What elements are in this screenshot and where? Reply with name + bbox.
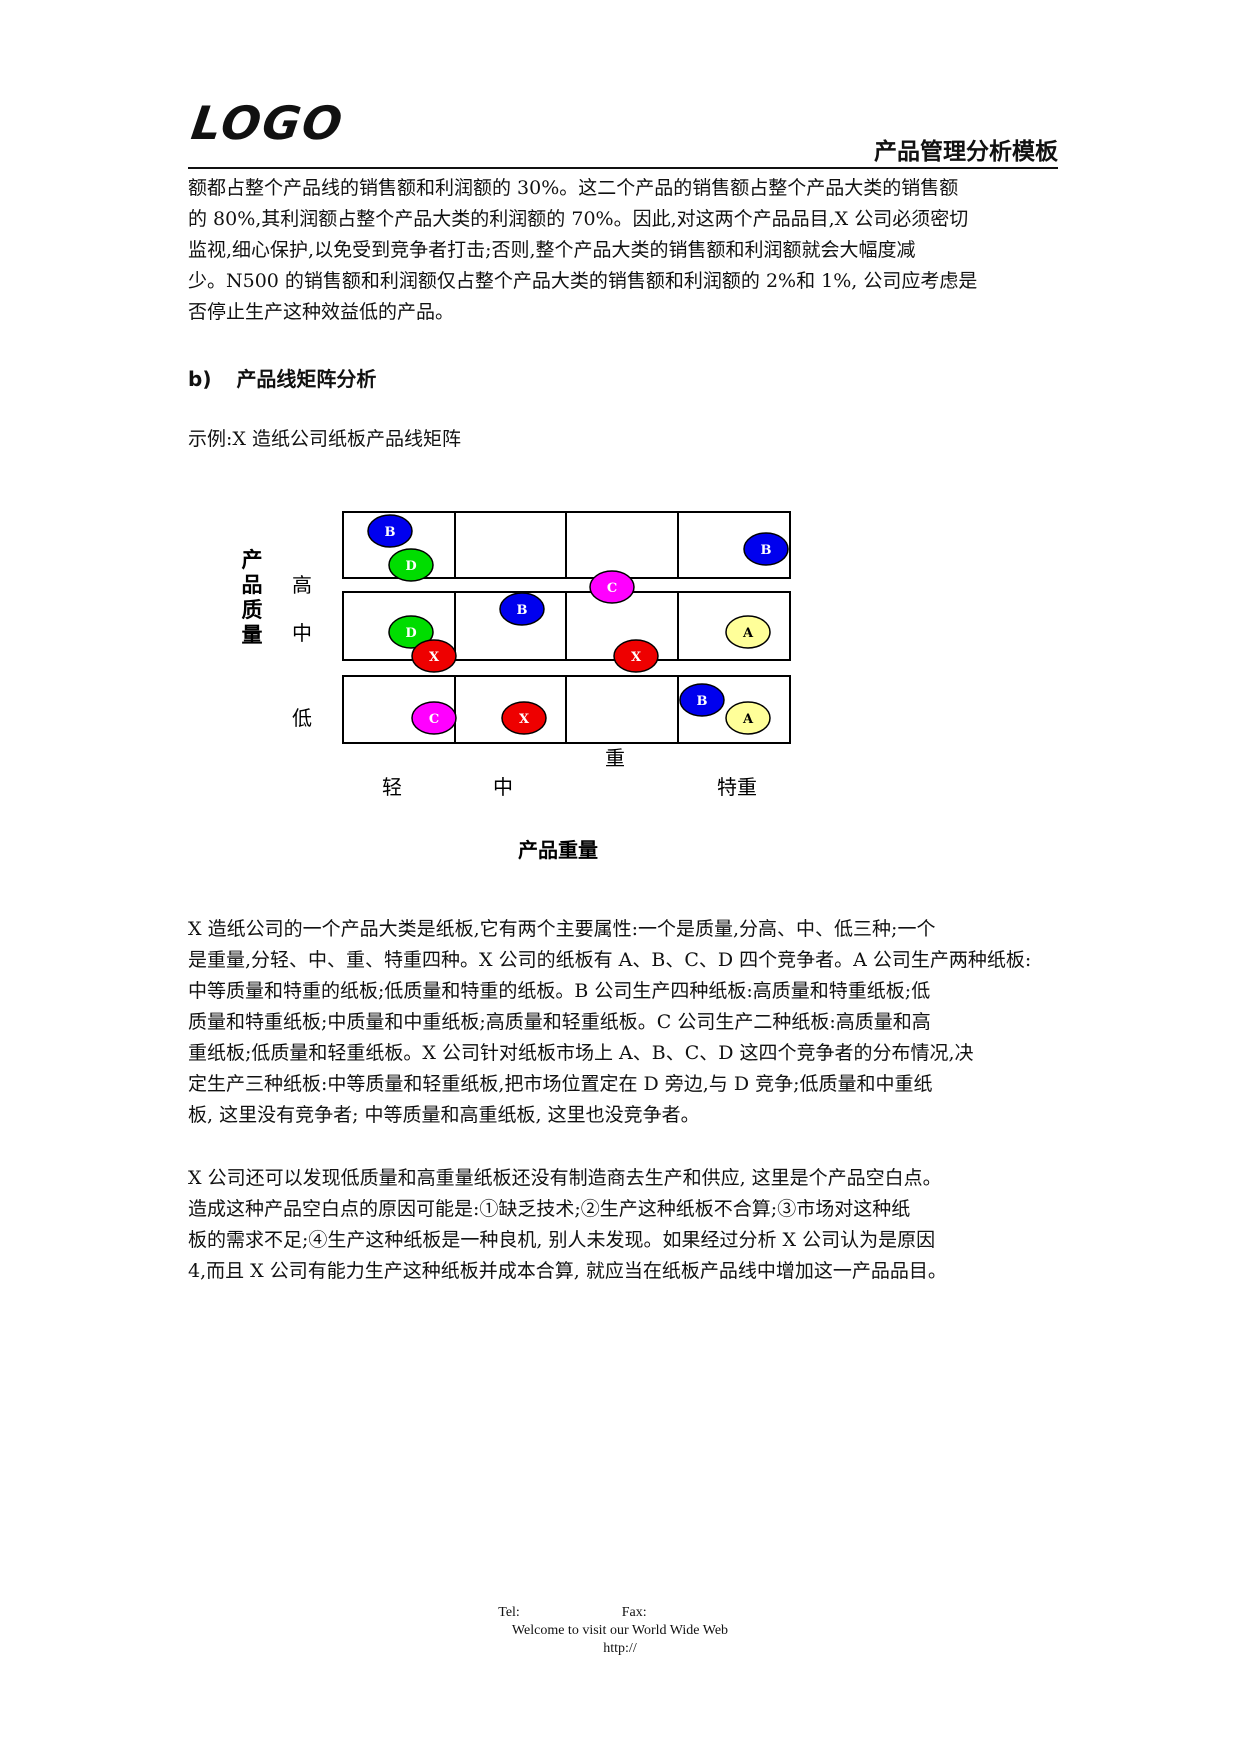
- marker-label: A: [742, 712, 754, 727]
- text-line: 监视,细心保护,以免受到竞争者打击;否则,整个产品大类的销售额和利润额就会大幅度…: [188, 239, 916, 261]
- header-divider: [188, 167, 1058, 169]
- marker-label: D: [405, 559, 416, 574]
- text-line: 否停止生产这种效益低的产品。: [188, 301, 455, 323]
- marker-A: A: [725, 701, 771, 735]
- intro-paragraph: 额都占整个产品线的销售额和利润额的 30%。这二个产品的销售额占整个产品大类的销…: [188, 173, 1058, 328]
- text-line: 是重量,分轻、中、重、特重四种。X 公司的纸板有 A、B、C、D 四个竞争者。A…: [188, 949, 1032, 971]
- gap-paragraph: X 公司还可以发现低质量和高重量纸板还没有制造商去生产和供应, 这里是个产品空白…: [188, 1163, 1058, 1287]
- weight-tick-label: 重: [605, 746, 625, 770]
- document-title: 产品管理分析模板: [874, 139, 1058, 165]
- weight-axis-title: 产品重量: [518, 838, 598, 862]
- text-line: X 造纸公司的一个产品大类是纸板,它有两个主要属性:一个是质量,分高、中、低三种…: [188, 918, 936, 940]
- text-line: 中等质量和特重的纸板;低质量和特重的纸板。B 公司生产四种纸板:高质量和特重纸板…: [188, 980, 931, 1002]
- marker-label: X: [429, 650, 440, 665]
- footer-tel: Tel:: [498, 1605, 520, 1620]
- text-line: 板的需求不足;④生产这种纸板是一种良机, 别人未发现。如果经过分析 X 公司认为…: [188, 1229, 936, 1251]
- section-heading: b) 产品线矩阵分析: [188, 363, 376, 392]
- marker-X: X: [411, 639, 457, 673]
- weight-tick-label: 轻: [382, 775, 402, 799]
- marker-label: X: [519, 712, 530, 727]
- matrix-labels: 高中低产品质量轻中重特重产品重量: [242, 548, 758, 862]
- text-line: 重纸板;低质量和轻重纸板。X 公司针对纸板市场上 A、B、C、D 这四个竞争者的…: [188, 1042, 974, 1064]
- example-caption: 示例:X 造纸公司纸板产品线矩阵: [188, 428, 461, 450]
- marker-label: C: [429, 712, 439, 727]
- marker-B: B: [367, 514, 413, 548]
- marker-X: X: [613, 639, 659, 673]
- footer-welcome: Welcome to visit our World Wide Web: [511, 1623, 729, 1638]
- marker-C: C: [411, 701, 457, 735]
- marker-X: X: [501, 701, 547, 735]
- marker-label: B: [385, 525, 396, 540]
- quality-tick-label: 中: [292, 621, 312, 645]
- marker-B: B: [499, 592, 545, 626]
- marker-label: B: [761, 543, 772, 558]
- text-line: X 公司还可以发现低质量和高重量纸板还没有制造商去生产和供应, 这里是个产品空白…: [188, 1167, 942, 1189]
- marker-D: D: [388, 615, 434, 649]
- marker-B: B: [679, 683, 725, 717]
- weight-tick-label: 中: [493, 775, 513, 799]
- quality-axis-title-char: 品: [242, 573, 263, 597]
- quality-axis-title-char: 产: [242, 548, 263, 572]
- text-line: 的 80%,其利润额占整个产品大类的利润额的 70%。因此,对这两个产品品目,X…: [188, 208, 969, 230]
- analysis-paragraph: X 造纸公司的一个产品大类是纸板,它有两个主要属性:一个是质量,分高、中、低三种…: [188, 914, 1058, 1131]
- weight-tick-label: 特重: [717, 775, 757, 799]
- text-line: 少。N500 的销售额和利润额仅占整个产品大类的销售额和利润额的 2%和 1%,…: [188, 270, 978, 292]
- quality-tick-label: 高: [292, 573, 312, 597]
- marker-label: X: [631, 650, 642, 665]
- quality-axis-title-char: 量: [242, 623, 263, 647]
- marker-label: D: [405, 626, 416, 641]
- text-line: 造成这种产品空白点的原因可能是:①缺乏技术;②生产这种纸板不合算;③市场对这种纸: [188, 1198, 911, 1220]
- marker-label: A: [742, 626, 754, 641]
- text-line: 额都占整个产品线的销售额和利润额的 30%。这二个产品的销售额占整个产品大类的销…: [188, 177, 959, 199]
- marker-label: B: [697, 694, 708, 709]
- marker-D: D: [388, 548, 434, 582]
- marker-B: B: [743, 532, 789, 566]
- marker-label: B: [517, 603, 528, 618]
- quality-tick-label: 低: [292, 706, 312, 730]
- text-line: 质量和特重纸板;中质量和中重纸板;高质量和轻重纸板。C 公司生产二种纸板:高质量…: [188, 1011, 931, 1033]
- page-footer: Tel: Fax: Welcome to visit our World Wid…: [0, 1604, 1240, 1658]
- text-line: 定生产三种纸板:中等质量和轻重纸板,把市场位置定在 D 旁边,与 D 竞争;低质…: [188, 1073, 933, 1095]
- text-line: 4,而且 X 公司有能力生产这种纸板并成本合算, 就应当在纸板产品线中增加这一产…: [188, 1260, 947, 1282]
- section-number: b): [188, 367, 212, 391]
- footer-url: http://: [603, 1641, 637, 1656]
- marker-A: A: [725, 615, 771, 649]
- matrix-grid: [342, 511, 791, 744]
- footer-fax: Fax:: [621, 1605, 647, 1620]
- marker-label: C: [607, 581, 617, 596]
- marker-C: C: [589, 570, 635, 604]
- section-title: 产品线矩阵分析: [236, 367, 377, 391]
- quality-axis-title-char: 质: [242, 598, 263, 622]
- text-line: 板, 这里没有竞争者; 中等质量和高重纸板, 这里也没竞争者。: [188, 1104, 700, 1126]
